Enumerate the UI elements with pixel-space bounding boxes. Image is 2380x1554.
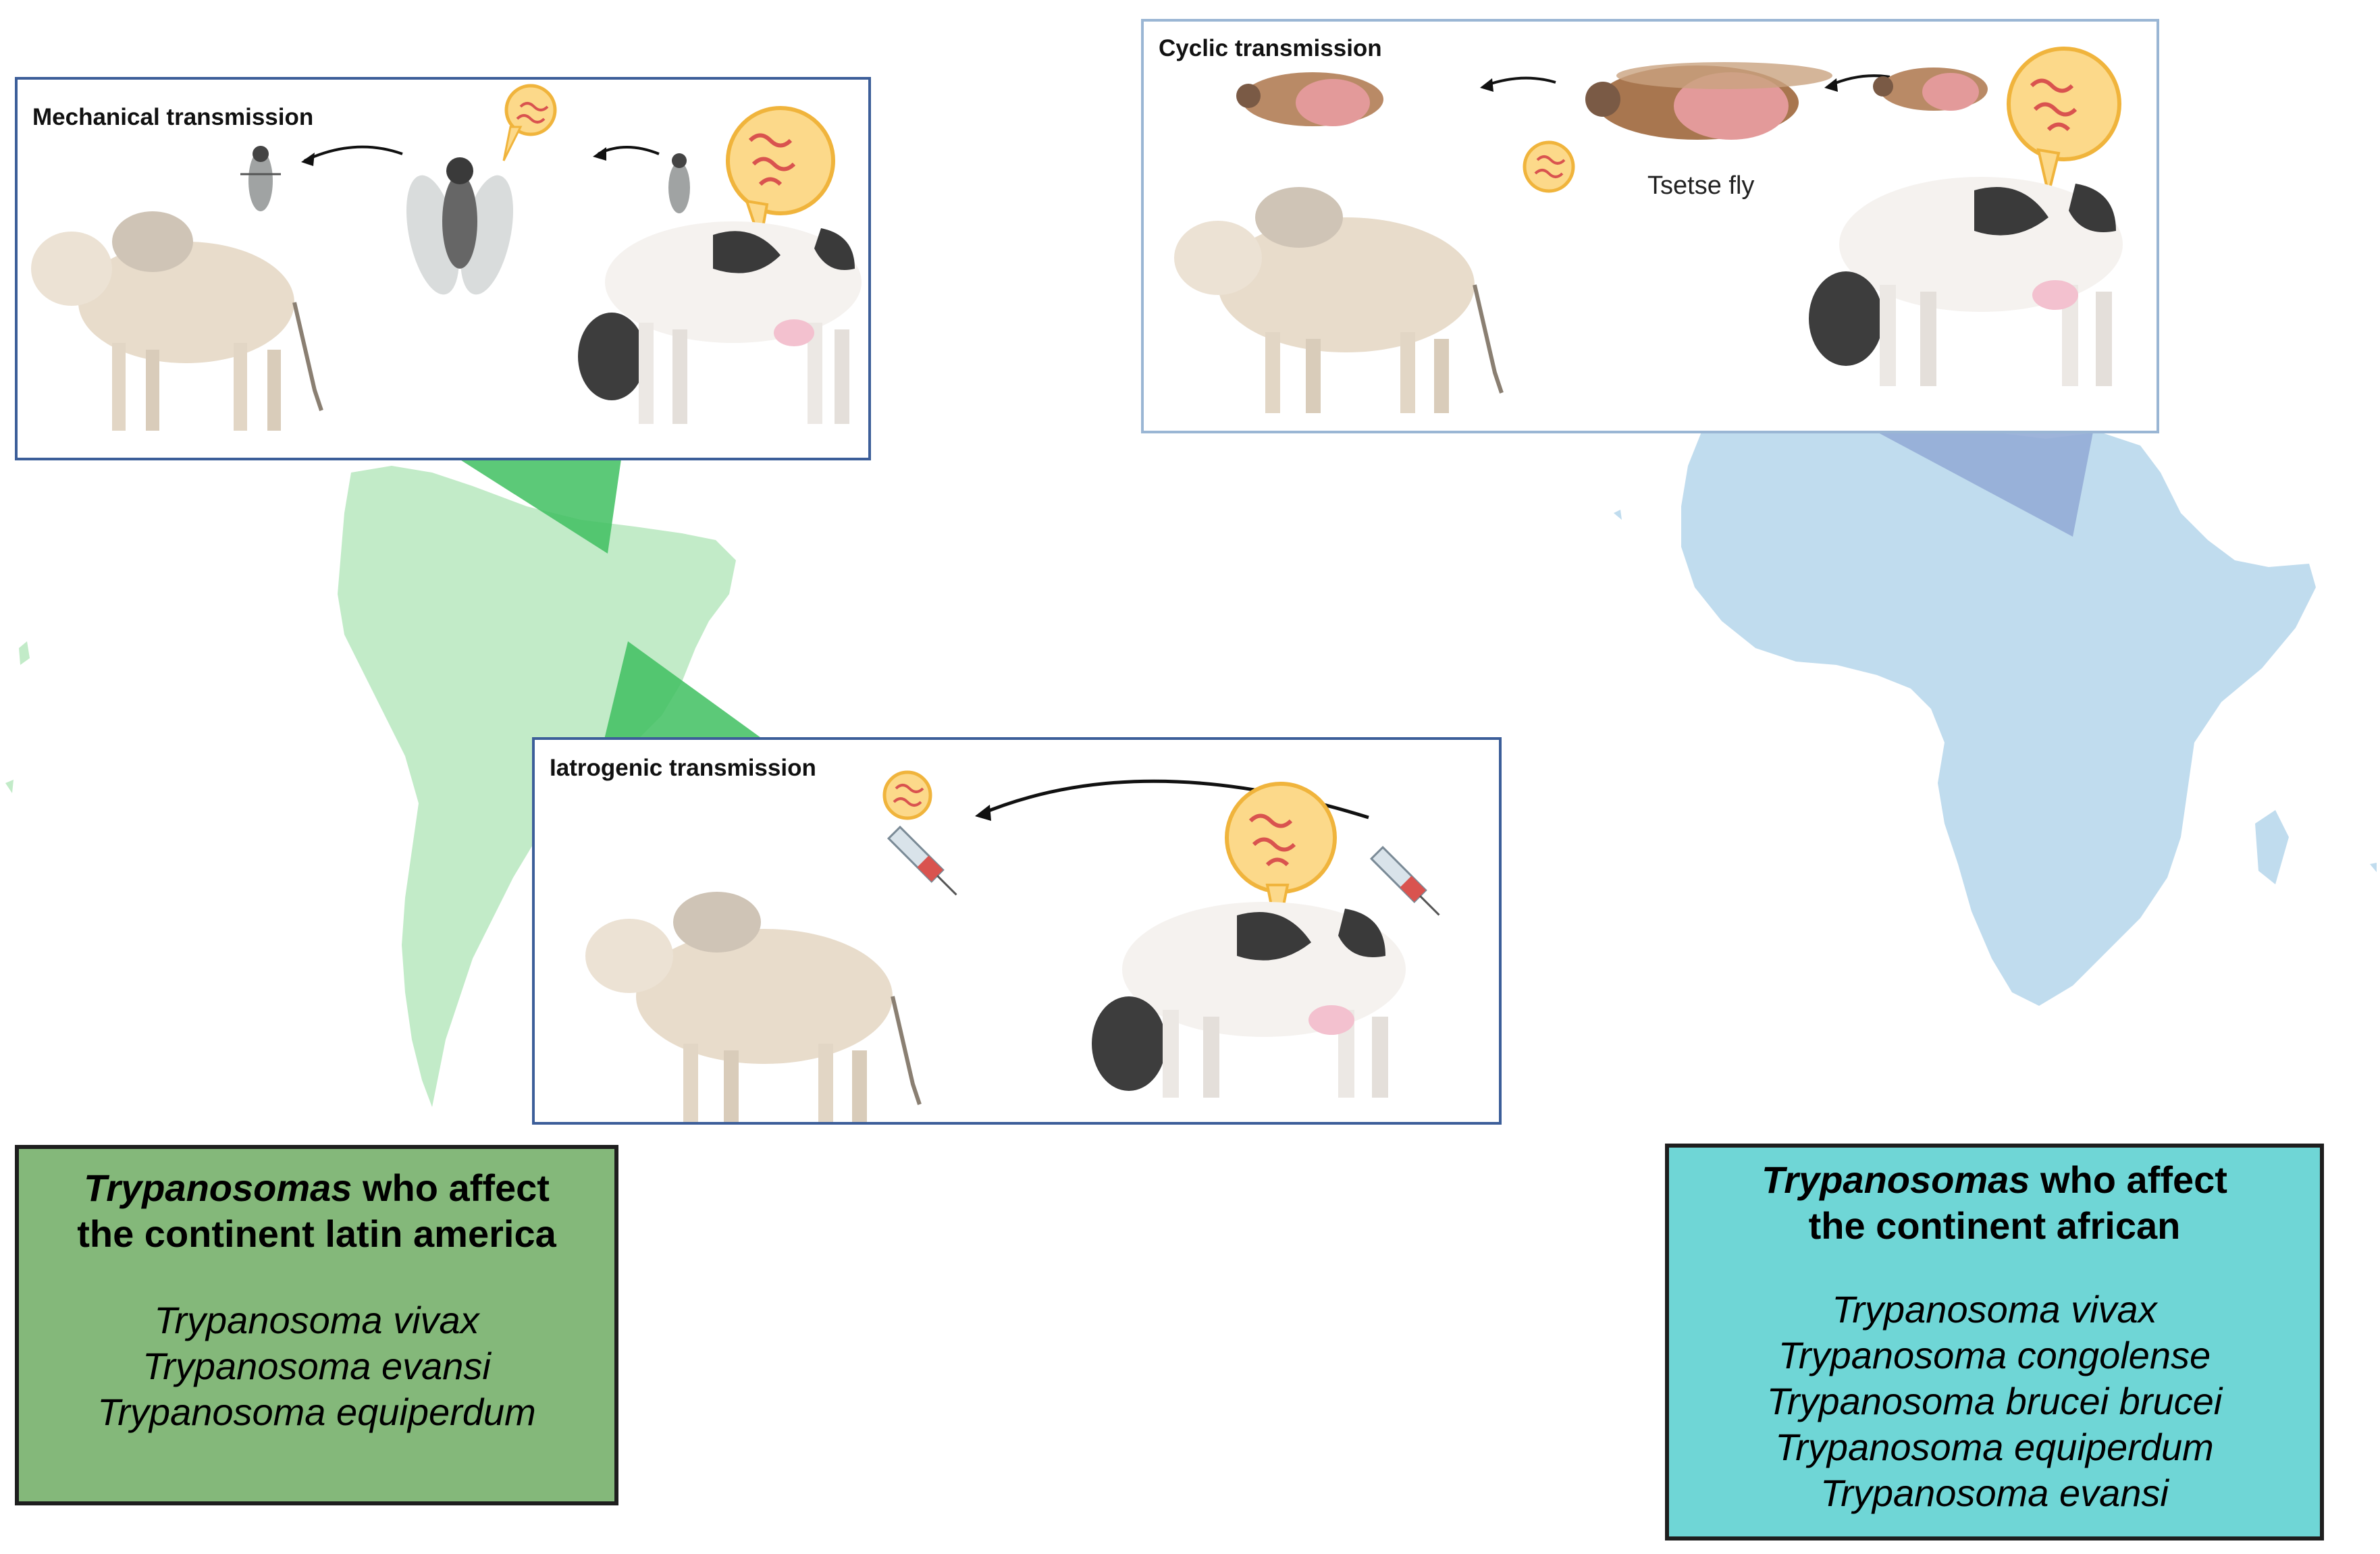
tsetse-fly-icon [1236, 72, 1383, 126]
fly-icon [240, 146, 281, 211]
map-fragment [2370, 863, 2377, 872]
africa-map [1681, 405, 2316, 1006]
species-item: Trypanosoma evansi [1820, 1472, 2169, 1514]
box-heading-line2: the continent latin america [77, 1212, 556, 1255]
fly-icon [406, 157, 514, 295]
species-item: Trypanosoma equiperdum [1775, 1426, 2214, 1468]
tsetse-fly-label: Tsetse fly [1647, 171, 1755, 200]
tsetse-fly-icon [1873, 68, 1988, 111]
species-item: Trypanosoma equiperdum [97, 1391, 536, 1433]
zebu-icon [1174, 187, 1504, 413]
cyclic-pointer [1877, 432, 2093, 537]
parasite-bubble-icon [2007, 47, 2121, 194]
box-heading-italic: Trypanosomas [84, 1167, 352, 1209]
map-fragment [1614, 510, 1622, 520]
panel-title: Mechanical transmission [32, 104, 314, 130]
species-item: Trypanosoma vivax [154, 1299, 479, 1341]
species-item: Trypanosoma evansi [142, 1345, 491, 1387]
tsetse-fly-icon [1585, 62, 1832, 140]
cow-icon [1092, 902, 1406, 1098]
panel-title: Cyclic transmission [1159, 35, 1382, 61]
parasite-bubble-icon [726, 106, 835, 242]
species-list: Trypanosoma vivax Trypanosoma congolense… [1669, 1287, 2320, 1516]
box-heading-rest: who affect [352, 1167, 550, 1209]
syringe-icon [1369, 845, 1440, 916]
arrow-icon [304, 145, 403, 162]
parasite-bubble-icon [882, 770, 932, 820]
iatrogenic-pointer [604, 641, 763, 739]
cow-icon [578, 221, 862, 424]
african-trypanosomas-box: Trypanosomas who affect the continent af… [1665, 1144, 2324, 1540]
fly-icon [668, 153, 690, 213]
map-fragment [19, 641, 30, 665]
box-heading-line2: the continent african [1808, 1204, 2181, 1247]
cow-icon [1809, 177, 2123, 386]
arrow-icon [598, 146, 660, 155]
parasite-bubble-icon [502, 84, 557, 161]
mechanical-pointer [459, 459, 621, 554]
box-heading: Trypanosomas who affect the continent la… [19, 1165, 614, 1257]
map-fragment [5, 780, 14, 793]
cyclic-transmission-panel: Cyclic transmission Tsetse fly [1141, 19, 2159, 433]
arrow-icon [1484, 76, 1556, 87]
species-list: Trypanosoma vivax Trypanosoma evansi Try… [19, 1297, 614, 1435]
zebu-icon [31, 211, 323, 431]
panel-title: Iatrogenic transmission [550, 755, 816, 781]
latin-america-trypanosomas-box: Trypanosomas who affect the continent la… [15, 1145, 618, 1505]
parasite-bubble-icon [1523, 140, 1575, 193]
box-heading: Trypanosomas who affect the continent af… [1669, 1157, 2320, 1249]
iatrogenic-transmission-panel: Iatrogenic transmission [532, 737, 1502, 1125]
mechanical-transmission-panel: Mechanical transmission [15, 77, 871, 460]
box-heading-rest: who affect [2030, 1158, 2227, 1201]
species-item: Trypanosoma congolense [1778, 1334, 2211, 1376]
zebu-icon [585, 892, 922, 1122]
species-item: Trypanosoma vivax [1832, 1288, 2157, 1331]
syringe-icon [887, 825, 957, 896]
species-item: Trypanosoma brucei brucei [1766, 1380, 2223, 1422]
madagascar-map [2255, 810, 2289, 884]
box-heading-italic: Trypanosomas [1762, 1158, 2030, 1201]
